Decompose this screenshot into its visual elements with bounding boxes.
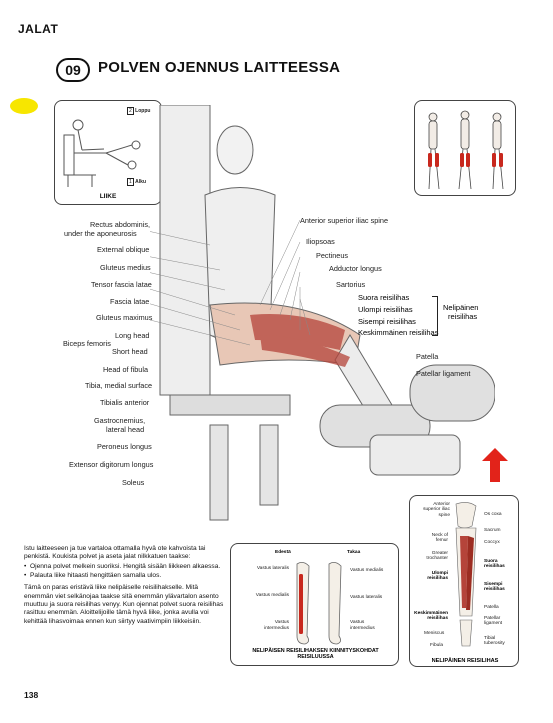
label-sisempi-reisilihas: Sisempi reisilihas [358,317,416,326]
quad-label-neck-of-femur: Neck of femur [431,533,448,544]
label-adductor-longus: Adductor longus [329,264,382,273]
step-item: Palauta liike hitaasti hengittäen samall… [24,572,224,581]
front-label: Edestä [275,550,291,555]
label-head-of-fibula: Head of fibula [103,365,149,374]
label-keskimmainen-reisilihas: Keskimmäinen reisilihas [358,328,439,337]
quad-label-meniscus: Meniscus [424,631,445,636]
attachments-caption: NELIPÄISEN REISILIHAKSEN KIINNITYSKOHDAT… [252,648,379,661]
label-external-oblique: External oblique [97,245,150,254]
exercise-description: Istu laitteeseen ja tue vartaloa ottamal… [24,545,224,628]
back-label: Takaa [347,550,361,555]
label-biceps-femoris: Biceps femoris [63,339,111,348]
quad-label-greater-trochanter: Greater trochanter [426,551,448,562]
page-title: POLVEN OJENNUS LAITTEESSA [98,59,341,76]
movement-illustration [63,119,141,187]
femur-illustration [296,562,342,645]
quad-label-sisempi: Sisempi reisilihas [484,582,505,593]
highlight-mark [10,98,38,114]
quad-label-patellar-ligament: Patellar ligament [484,616,503,627]
label-peroneus-longus: Peroneus longus [97,442,152,451]
quadriceps-box: Anterior superior iliac spine Neck of fe… [409,495,519,667]
quad-label-sacrum: Sacrum [484,528,501,533]
label-rectus-abdominis-2: under the aponeurosis [64,229,137,238]
end-marker: 2 Loppu [127,107,151,115]
attachments-box: Edestä Takaa Vastus lateralis Vastus med… [230,543,399,666]
group-label-line-2: reisilihas [448,312,478,321]
quad-label-ulompi: Ulompi reisilihas [427,571,448,582]
back-label-vastus-lateralis: Vastus lateralis [350,595,383,600]
label-gastrocnemius-2: lateral head [106,425,145,434]
description-body: Tämä on paras eristävä liike nelipäisell… [24,584,224,625]
quad-label-tibial-tuberosity: Tibial tuberosity [484,636,505,647]
label-patellar-ligament: Patellar ligament [416,369,471,378]
label-soleus: Soleus [122,478,145,487]
label-short-head: Short head [112,347,148,356]
label-pectineus: Pectineus [316,251,349,260]
step-item: Ojenna polvet melkein suoriksi. Hengitä … [24,563,224,572]
label-asis: Anterior superior iliac spine [300,216,389,225]
front-label-vastus-medialis: Vastus medialis [255,593,289,598]
movement-box: 2 Loppu 1 Alku LIIKE [54,100,162,205]
label-extensor-digitorum: Extensor digitorum longus [69,460,154,469]
label-gluteus-medius: Gluteus medius [100,263,151,272]
back-label-vastus-medialis: Vastus medialis [350,568,384,573]
start-marker: 1 Alku [127,178,147,186]
quad-label-patella: Patella [484,605,499,610]
section-label: JALAT [18,22,59,36]
label-patella: Patella [416,352,439,361]
label-fascia-latae: Fascia latae [110,297,150,306]
description-intro: Istu laitteeseen ja tue vartaloa ottamal… [24,545,206,561]
label-gluteus-maximus: Gluteus maximus [96,313,153,322]
quad-label-fibula: Fibula [430,643,444,648]
page-number: 138 [24,690,39,700]
steps-list: Ojenna polvet melkein suoriksi. Hengitä … [24,563,224,580]
label-gastrocnemius: Gastrocnemius, [94,416,146,425]
label-iliopsoas: Iliopsoas [306,237,335,246]
quadriceps-caption: NELIPÄINEN REISILIHAS [431,658,499,664]
movement-caption: LIIKE [99,193,117,200]
label-rectus-abdominis: Rectus abdominis, [90,220,151,229]
quad-label-suora: Suora reisilihas [484,559,505,570]
label-ulompi-reisilihas: Ulompi reisilihas [358,305,413,314]
quad-label-keskimmainen: Keskimmäinen reisilihas [414,611,448,622]
label-tibia-medial-surface: Tibia, medial surface [85,381,153,390]
label-tibialis-anterior: Tibialis anterior [100,398,150,407]
quadriceps-illustration [455,502,477,647]
muscle-figures-illustration [428,110,504,190]
back-label-vastus-intermedius: Vastus intermedius [350,620,375,631]
quad-label-os-coxa: Os coxa [484,512,502,517]
label-suora-reisilihas: Suora reisilihas [358,293,410,302]
front-label-vastus-lateralis: Vastus lateralis [256,566,289,571]
figures-box [414,100,516,196]
front-label-vastus-intermedius: Vastus intermedius [264,620,289,631]
group-label-line-1: Nelipäinen [443,303,479,312]
label-sartorius: Sartorius [336,280,366,289]
quad-label-coccyx: Coccyx [484,540,500,545]
group-bracket [432,296,438,336]
main-anatomy-illustration [150,105,495,521]
label-tensor-fascia-latae: Tensor fascia latae [91,280,152,289]
direction-arrow-icon [482,448,508,482]
exercise-number: 09 [56,58,90,82]
label-long-head: Long head [115,331,150,340]
quad-label-asis: Anterior superior iliac spine [423,502,450,518]
